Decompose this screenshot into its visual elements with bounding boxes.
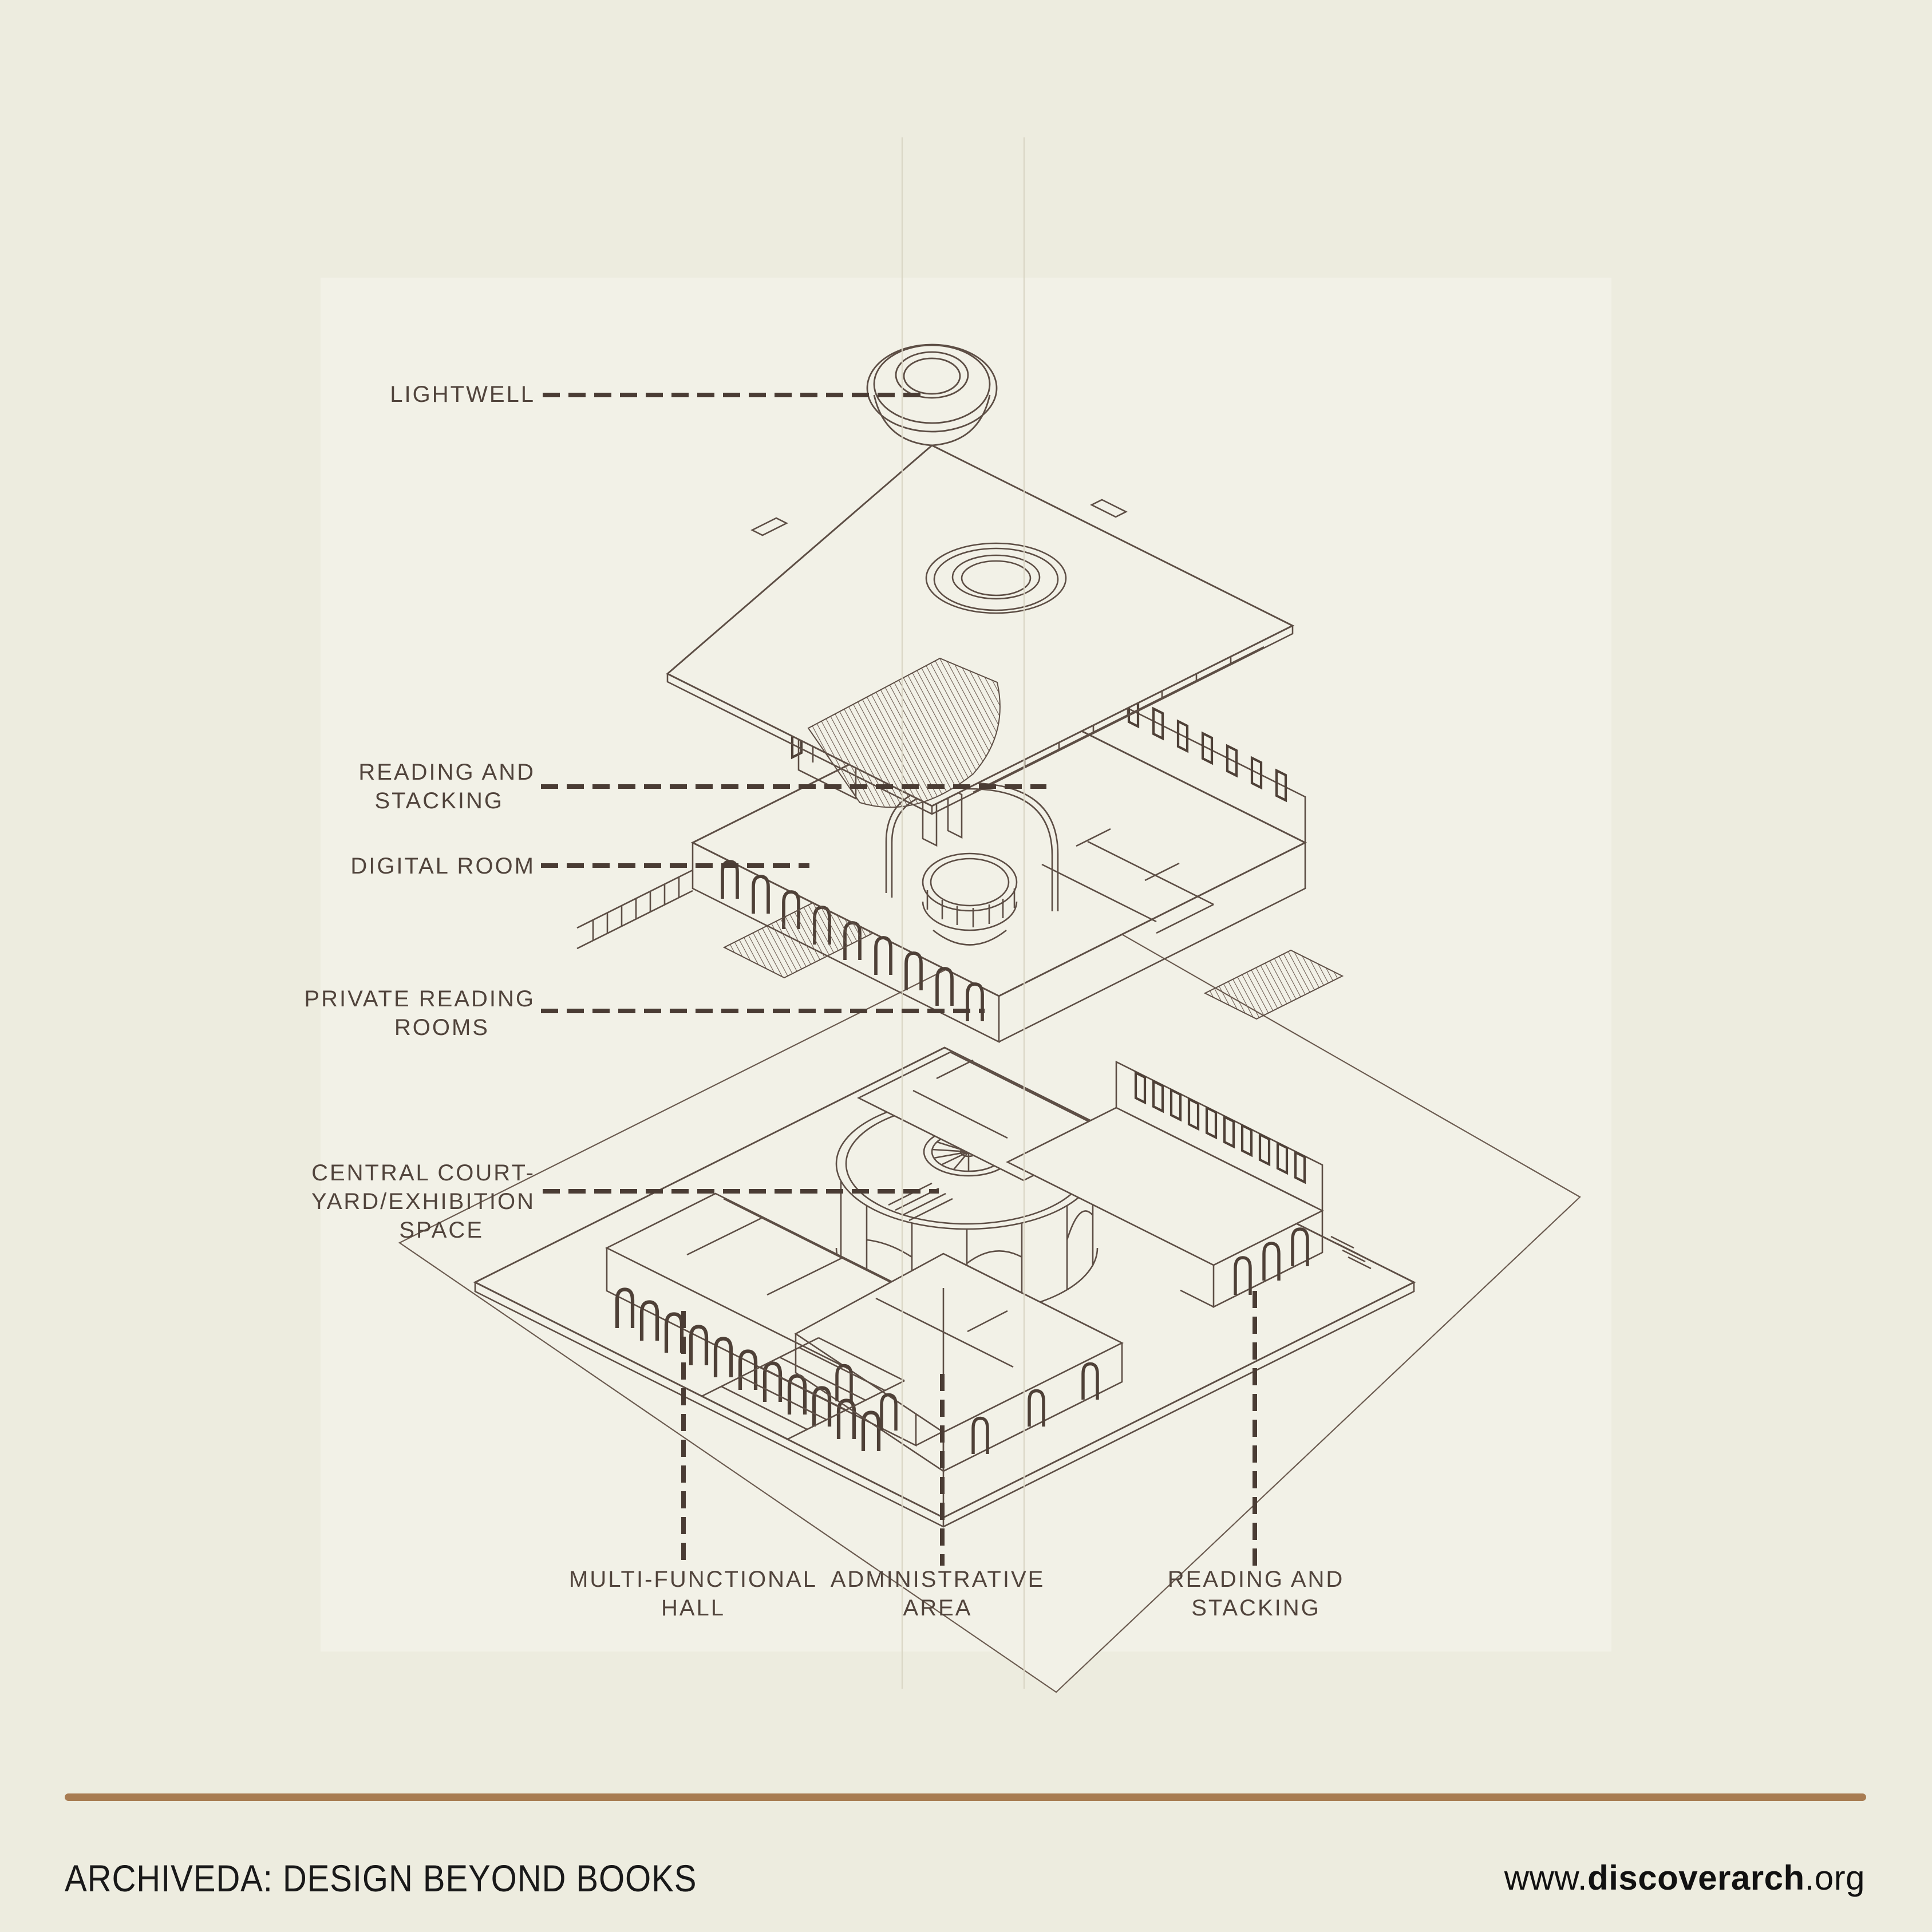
footer-url-suffix: .org bbox=[1804, 1859, 1865, 1897]
leader-lines bbox=[541, 393, 1257, 1566]
ramp bbox=[576, 869, 693, 950]
label-private-reading-1: PRIVATE READING bbox=[304, 986, 535, 1012]
roof-plate bbox=[666, 444, 1295, 815]
label-lightwell: LIGHTWELL bbox=[390, 382, 535, 407]
label-reading-stacking-lower-2: STACKING bbox=[1191, 1595, 1321, 1621]
reading-stacking-wing bbox=[1006, 1060, 1372, 1309]
label-admin-area-2: AREA bbox=[903, 1595, 973, 1621]
label-central-courtyard-1: CENTRAL COURT- bbox=[311, 1160, 535, 1186]
label-central-courtyard-3: SPACE bbox=[399, 1218, 484, 1243]
footer-accent-rule bbox=[65, 1793, 1866, 1801]
footer-url-domain: discoverarch bbox=[1587, 1859, 1805, 1897]
footer-title: ARCHIVEDA: DESIGN BEYOND BOOKS bbox=[65, 1857, 697, 1899]
lightwell-dome bbox=[866, 343, 998, 447]
annotation-labels: LIGHTWELL READING AND STACKING DIGITAL R… bbox=[304, 382, 1345, 1621]
grand-staircase bbox=[701, 1337, 905, 1440]
label-private-reading-2: ROOMS bbox=[394, 1015, 489, 1040]
label-reading-stacking-upper-2: STACKING bbox=[374, 788, 504, 813]
label-reading-stacking-upper-1: READING AND bbox=[358, 760, 535, 785]
construction-lines bbox=[901, 137, 1025, 1689]
label-central-courtyard-2: YARD/EXHIBITION bbox=[311, 1189, 535, 1214]
footer-url: www.discoverarch.org bbox=[1504, 1858, 1865, 1898]
label-multi-hall-2: HALL bbox=[661, 1595, 725, 1621]
label-admin-area-1: ADMINISTRATIVE bbox=[831, 1567, 1045, 1592]
lightwell-roof-opening bbox=[925, 542, 1067, 614]
label-reading-stacking-lower-1: READING AND bbox=[1168, 1567, 1345, 1592]
footer-url-prefix: www. bbox=[1504, 1859, 1588, 1897]
ground-floor bbox=[473, 1046, 1416, 1528]
label-digital-room: DIGITAL ROOM bbox=[350, 854, 535, 879]
label-multi-hall-1: MULTI-FUNCTIONAL bbox=[569, 1567, 817, 1592]
administrative-block bbox=[794, 1253, 1124, 1518]
